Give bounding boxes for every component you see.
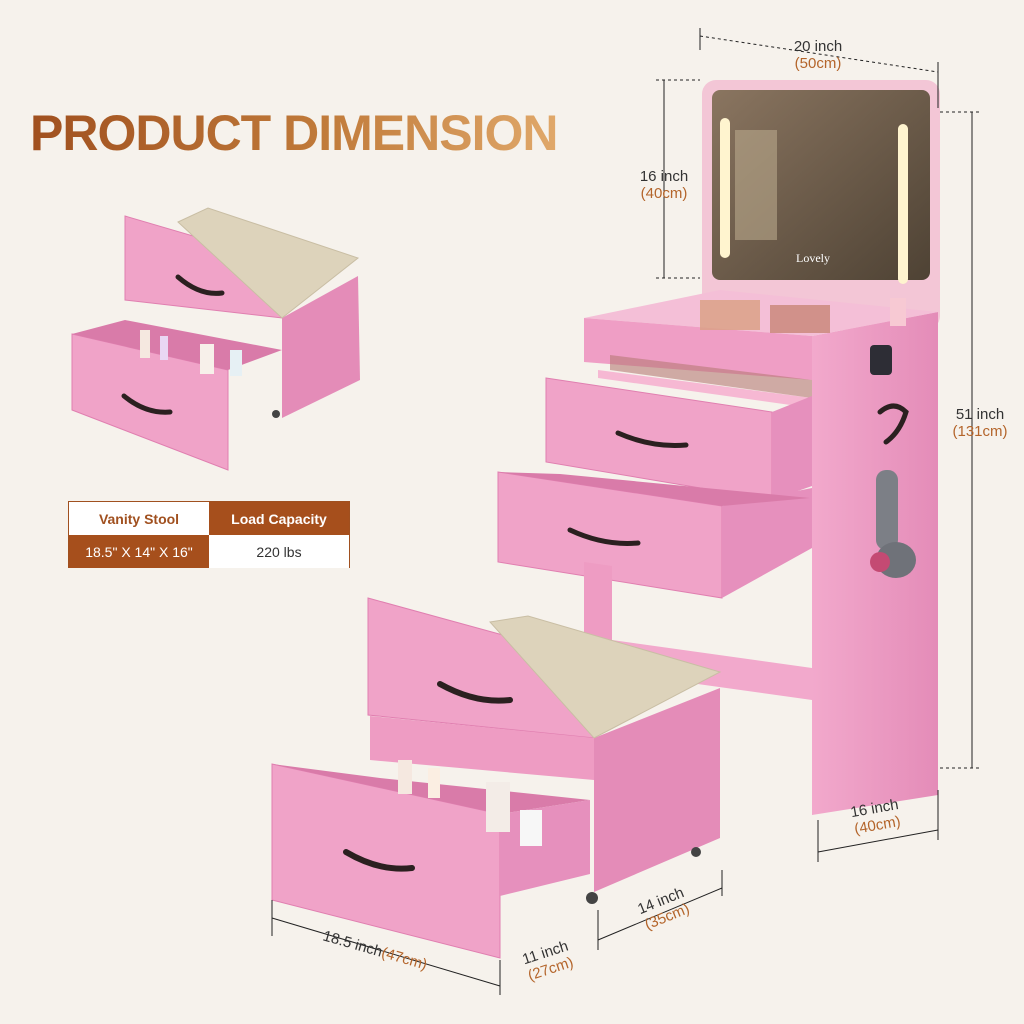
mirror-brand-text: Lovely (796, 251, 830, 265)
spec-value-stool-size: 18.5" X 14" X 16" (69, 535, 209, 568)
vanity-illustration: Lovely (497, 80, 940, 815)
mirror-height-metric: (40cm) (640, 185, 688, 202)
top-width-metric: (50cm) (794, 55, 842, 72)
large-stool-illustration (271, 597, 722, 959)
spec-table-header-row: Vanity Stool Load Capacity (69, 502, 349, 535)
spec-header-vanity-stool: Vanity Stool (69, 502, 209, 535)
total-height-imperial: 51 inch (955, 406, 1005, 423)
top-width-imperial: 20 inch (793, 38, 843, 55)
dimension-lines (271, 28, 982, 995)
spec-value-load-capacity: 220 lbs (209, 535, 349, 568)
top-width-dimension: 20 inch (50cm) (768, 38, 868, 72)
total-height-metric: (131cm) (952, 423, 1008, 440)
page-title: PRODUCT DIMENSION (30, 105, 558, 161)
mirror-height-dimension: 16 inch (40cm) (624, 168, 704, 202)
small-stool-illustration (71, 207, 360, 471)
mirror-height-imperial: 16 inch (639, 168, 689, 185)
spec-header-load-capacity: Load Capacity (209, 502, 349, 535)
spec-table-value-row: 18.5" X 14" X 16" 220 lbs (69, 535, 349, 568)
total-height-dimension: 51 inch (131cm) (940, 406, 1020, 440)
spec-table: Vanity Stool Load Capacity 18.5" X 14" X… (68, 501, 350, 568)
